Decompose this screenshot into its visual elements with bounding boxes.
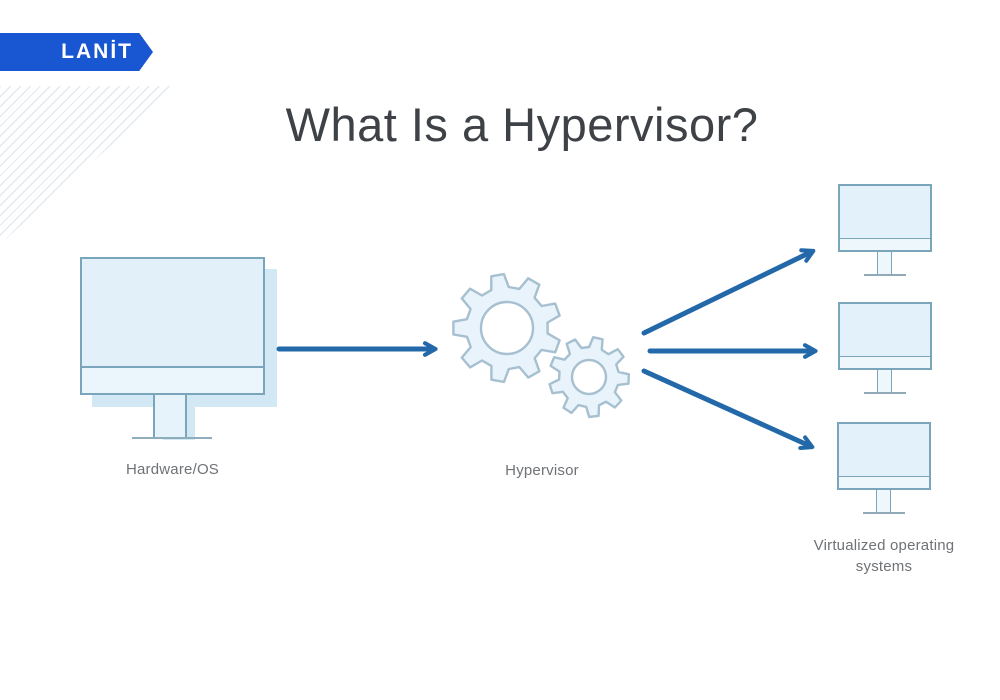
monitor-bezel: [839, 476, 929, 488]
vm-monitor-icon: [838, 184, 932, 280]
arrow-hypervisor-to-vm3: [641, 368, 815, 451]
monitor-screen: [837, 422, 931, 490]
monitor-stand: [877, 370, 892, 392]
vm-monitor-icon: [837, 422, 931, 518]
monitor-stand: [877, 252, 892, 274]
monitor-stand: [876, 490, 891, 512]
gear-large-icon: [452, 272, 561, 384]
page-title: What Is a Hypervisor?: [285, 98, 759, 151]
monitor-bezel: [82, 366, 263, 393]
monitor-stand: [153, 395, 187, 437]
monitor-bezel: [840, 238, 930, 250]
hardware-label: Hardware/OS: [125, 461, 220, 478]
arrow-hypervisor-to-vm1: [641, 248, 816, 336]
monitor-bezel: [840, 356, 930, 368]
vm-label: Virtualized operating systems: [813, 537, 955, 575]
monitor-base: [132, 437, 212, 439]
monitor-screen: [838, 184, 932, 252]
hypervisor-label: Hypervisor: [505, 462, 579, 479]
monitor-base: [864, 392, 906, 394]
vm-monitor-icon: [838, 302, 932, 398]
monitor-base: [864, 274, 906, 276]
monitor-screen: [838, 302, 932, 370]
gear-small-icon: [548, 336, 631, 419]
monitor-base: [863, 512, 905, 514]
logo-banner: LANİT: [0, 33, 153, 71]
logo-text: LANİT: [61, 40, 133, 63]
hardware-monitor-icon: [80, 257, 265, 395]
